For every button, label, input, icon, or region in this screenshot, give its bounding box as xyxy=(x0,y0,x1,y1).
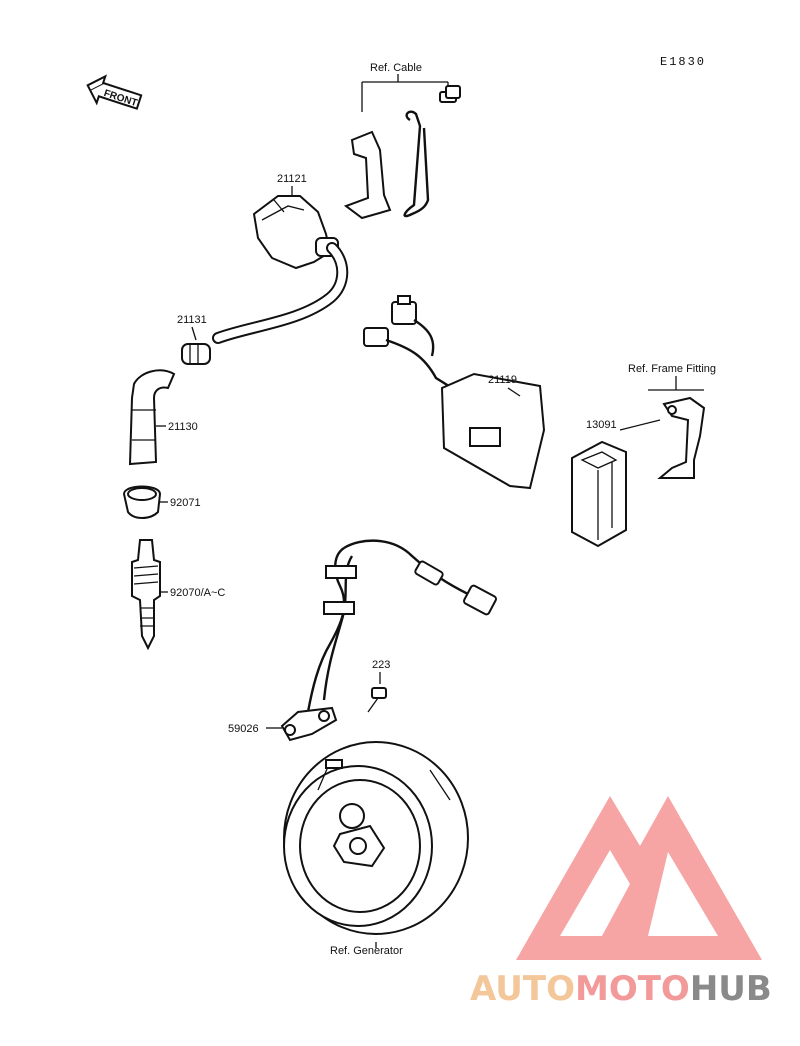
label-223: 223 xyxy=(372,659,390,671)
cdi-wiring xyxy=(385,318,453,390)
spark-plug-group: 92070/A~C xyxy=(131,539,225,651)
ref-generator-label: Ref. Generator xyxy=(330,945,403,957)
label-59026: 59026 xyxy=(228,723,259,735)
ref-cable-group: Ref. Cable xyxy=(343,62,461,220)
label-21130: 21130 xyxy=(168,421,198,433)
spark-plug-cap xyxy=(128,369,176,466)
cable-clip xyxy=(403,110,430,218)
plug-terminal-group: 92071 xyxy=(122,485,201,519)
stator-lead xyxy=(343,539,469,596)
frame-bracket xyxy=(657,396,706,479)
harness-group: 59026 223 xyxy=(228,539,497,742)
logo-mark-icon xyxy=(516,796,762,960)
label-92071: 92071 xyxy=(170,497,201,509)
label-21131: 21131 xyxy=(177,314,207,326)
bolt-icon xyxy=(439,85,461,103)
ref-cable-label: Ref. Cable xyxy=(370,62,422,74)
diagram-code: E1830 xyxy=(660,55,706,69)
label-92070: 92070/A~C xyxy=(170,587,225,599)
grommet-group: 21131 xyxy=(177,314,211,365)
connector-icon xyxy=(363,327,389,347)
label-13091: 13091 xyxy=(586,419,617,431)
label-21119: 21119 xyxy=(488,374,517,386)
label-21121: 21121 xyxy=(277,173,307,185)
connector-icon xyxy=(463,584,497,616)
front-arrow-icon: FRONT xyxy=(86,74,143,110)
screw-icon xyxy=(367,687,387,713)
cdi-unit-group: 21119 xyxy=(363,295,546,490)
ref-frame-fitting-label: Ref. Frame Fitting xyxy=(628,363,716,375)
spark-plug xyxy=(131,539,161,651)
svg-text:AUTOMOTOHUB: AUTOMOTOHUB xyxy=(470,969,772,1009)
automotohub-logo: AUTOMOTOHUB xyxy=(470,796,772,1009)
frame-fitting-group: Ref. Frame Fitting 13091 xyxy=(571,363,716,548)
cable-bracket xyxy=(343,130,392,220)
ignition-coil-group: 21121 xyxy=(212,173,349,344)
connector-icon xyxy=(391,295,417,325)
watermark-moto: MOTO xyxy=(575,969,690,1009)
plug-cap-group: 21130 xyxy=(128,369,198,466)
rubber-mount xyxy=(571,440,627,548)
lead-grommet xyxy=(181,343,211,365)
watermark-auto: AUTO xyxy=(470,969,575,1009)
generator-rotor-group: Ref. Generator xyxy=(283,741,469,957)
watermark-hub: HUB xyxy=(690,969,772,1009)
